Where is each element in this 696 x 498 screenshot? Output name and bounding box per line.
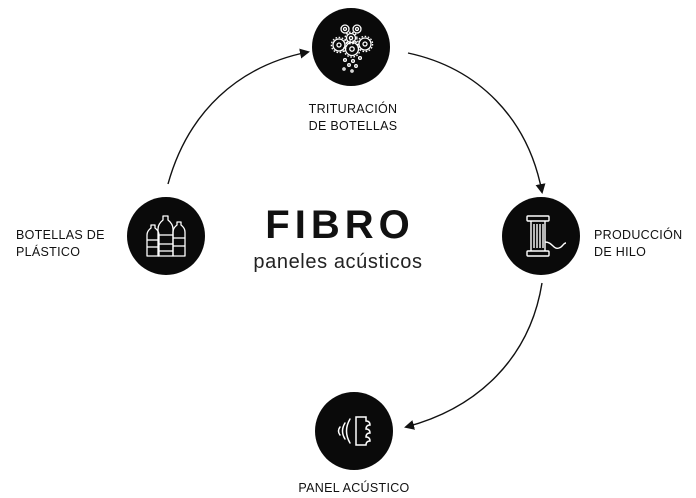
thread-spool-icon <box>526 215 567 257</box>
plastic-bottles-icon <box>146 215 186 257</box>
diagram-title: FIBRO <box>265 203 415 247</box>
label-botellas: BOTELLAS DE PLÁSTICO <box>16 227 105 261</box>
arrow-trituracion-to-hilo <box>407 52 546 194</box>
node-panel <box>315 392 393 470</box>
node-trituracion <box>312 8 390 86</box>
label-trituracion-line-2: DE BOTELLAS <box>308 119 398 133</box>
node-botellas <box>127 197 205 275</box>
gears-icon <box>330 24 374 73</box>
label-panel: PANEL ACÚSTICO <box>298 480 410 497</box>
label-botellas-line-1: BOTELLAS DE <box>16 228 105 242</box>
acoustic-panel-icon <box>337 416 371 446</box>
label-panel-line-1: PANEL ACÚSTICO <box>298 481 410 495</box>
label-botellas-line-2: PLÁSTICO <box>16 245 81 259</box>
diagram-subtitle: paneles acústicos <box>253 251 423 273</box>
arrow-hilo-to-panel <box>404 282 543 430</box>
label-trituracion-line-1: TRITURACIÓN <box>308 102 398 116</box>
label-trituracion: TRITURACIÓN DE BOTELLAS <box>304 101 402 135</box>
label-hilo-line-2: DE HILO <box>594 245 647 259</box>
node-hilo <box>502 197 580 275</box>
arrow-botellas-to-trituracion <box>167 48 310 185</box>
label-hilo: PRODUCCIÓN DE HILO <box>594 227 682 261</box>
label-hilo-line-1: PRODUCCIÓN <box>594 228 683 242</box>
